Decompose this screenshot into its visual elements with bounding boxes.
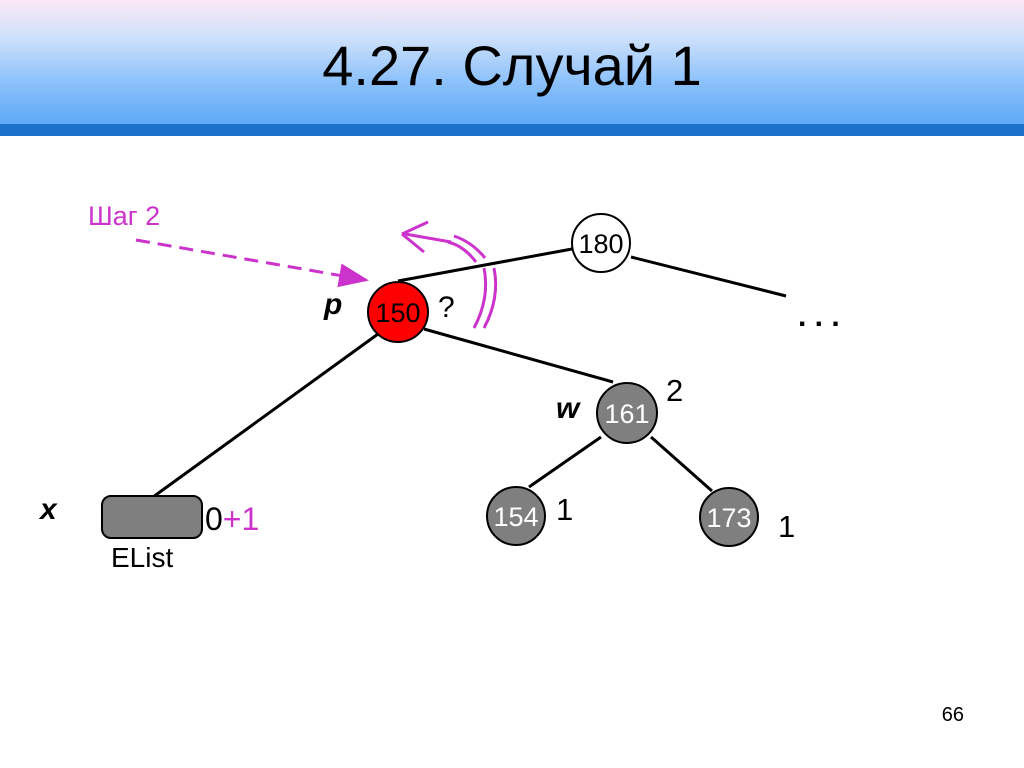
label-ellipsis: . . . xyxy=(798,300,840,333)
label-x-count-base: 0 xyxy=(205,501,223,537)
elist-box xyxy=(101,495,203,539)
rotation-arrow-icon xyxy=(401,220,498,329)
label-question: ? xyxy=(438,291,455,324)
edge-180-ellipsis xyxy=(630,255,787,298)
node-161: 161 xyxy=(596,382,658,444)
page-number: 66 xyxy=(941,704,964,726)
label-elist: EList xyxy=(111,542,173,573)
label-x-count: 0+1 xyxy=(205,501,259,537)
node-161-key: 161 xyxy=(604,399,649,429)
title-header-background xyxy=(0,0,1024,124)
node-154-key: 154 xyxy=(493,502,538,532)
edge-180-150 xyxy=(397,247,573,283)
edge-150-161 xyxy=(423,327,614,384)
node-173: 173 xyxy=(699,487,759,547)
label-173-count: 1 xyxy=(778,509,795,544)
node-154: 154 xyxy=(486,486,546,546)
label-x: x xyxy=(38,493,58,526)
edge-150-elist xyxy=(152,332,379,499)
label-x-count-add: +1 xyxy=(223,501,259,537)
title-underline-bar xyxy=(0,124,1024,136)
node-150: 150 xyxy=(367,281,429,343)
label-w-count: 2 xyxy=(666,373,683,408)
node-180: 180 xyxy=(571,213,631,273)
node-150-key: 150 xyxy=(375,298,420,328)
step-label: Шаг 2 xyxy=(88,201,160,231)
slide-title: 4.27. Случай 1 xyxy=(322,34,702,97)
step-dashed-arrow xyxy=(135,238,369,288)
node-173-key: 173 xyxy=(706,503,751,533)
edge-161-154 xyxy=(528,435,602,489)
label-p: p xyxy=(323,288,342,321)
label-w: w xyxy=(556,392,581,425)
label-154-count: 1 xyxy=(556,492,573,527)
edge-161-173 xyxy=(650,435,713,493)
node-180-key: 180 xyxy=(578,229,623,259)
